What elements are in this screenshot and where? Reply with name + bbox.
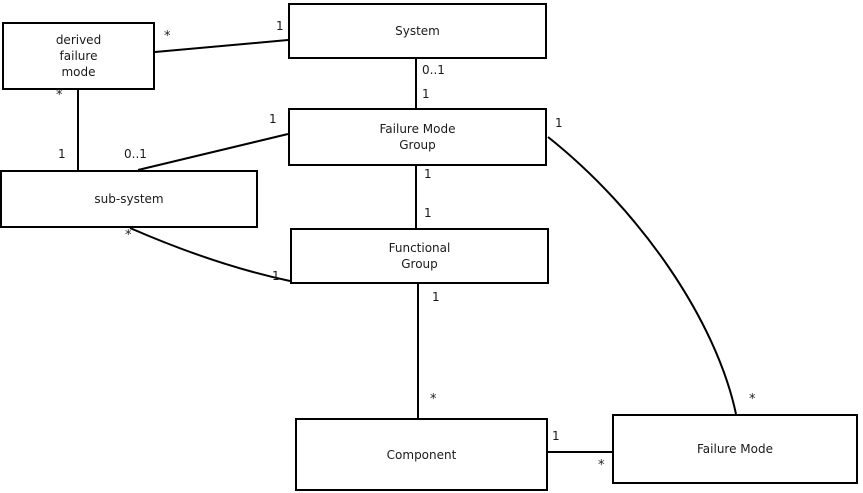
class-label-failure-mode: Failure Mode xyxy=(697,442,773,456)
class-box-derived-failure-mode[interactable]: derived failure mode xyxy=(2,22,155,90)
class-box-component[interactable]: Component xyxy=(295,418,548,491)
multiplicity-fmg-system-one: 1 xyxy=(422,87,430,101)
class-box-failure-mode[interactable]: Failure Mode xyxy=(612,414,858,484)
class-label-sub-system: sub-system xyxy=(94,192,164,206)
multiplicity-system-dfm-one: 1 xyxy=(276,19,284,33)
multiplicity-fm-fmg-star: * xyxy=(749,392,756,407)
class-label-functional-group: Functional Group xyxy=(388,241,451,271)
multiplicity-fg-subsystem-one: 1 xyxy=(272,269,280,283)
multiplicity-subsystem-fmg-zero-one: 0..1 xyxy=(124,147,147,161)
association-failure-mode-group-to-failure-mode xyxy=(547,136,737,415)
multiplicity-fm-component-star: * xyxy=(598,458,605,473)
multiplicity-subsystem-fg-star: * xyxy=(125,228,132,243)
class-box-sub-system[interactable]: sub-system xyxy=(0,170,258,228)
class-label-component: Component xyxy=(386,447,457,462)
association-sub-system-to-failure-mode-group xyxy=(137,133,289,171)
class-label-system: System xyxy=(395,24,440,38)
class-label-derived-failure-mode: derived failure mode xyxy=(55,33,102,79)
multiplicity-fmg-subsystem-one: 1 xyxy=(269,112,277,126)
multiplicity-fmg-fm-one: 1 xyxy=(555,116,563,130)
multiplicity-fg-fmg-one: 1 xyxy=(424,206,432,220)
multiplicity-dfm-subsystem-star: * xyxy=(56,88,63,103)
association-sub-system-to-functional-group xyxy=(129,227,291,282)
multiplicity-subsystem-dfm-one: 1 xyxy=(58,147,66,161)
multiplicity-fg-component-one: 1 xyxy=(432,290,440,304)
association-derived-failure-mode-to-system xyxy=(154,39,289,53)
class-box-failure-mode-group[interactable]: Failure Mode Group xyxy=(288,108,547,166)
class-label-failure-mode-group: Failure Mode Group xyxy=(379,122,456,152)
multiplicity-dfm-system-star: * xyxy=(164,29,171,44)
multiplicity-fmg-fg-one: 1 xyxy=(424,167,432,181)
class-box-system[interactable]: System xyxy=(288,3,547,59)
multiplicity-system-fmg-zero-one: 0..1 xyxy=(422,63,445,77)
multiplicity-component-fg-star: * xyxy=(430,392,437,407)
multiplicity-component-fm-one: 1 xyxy=(552,429,560,443)
class-box-functional-group[interactable]: Functional Group xyxy=(290,228,549,284)
